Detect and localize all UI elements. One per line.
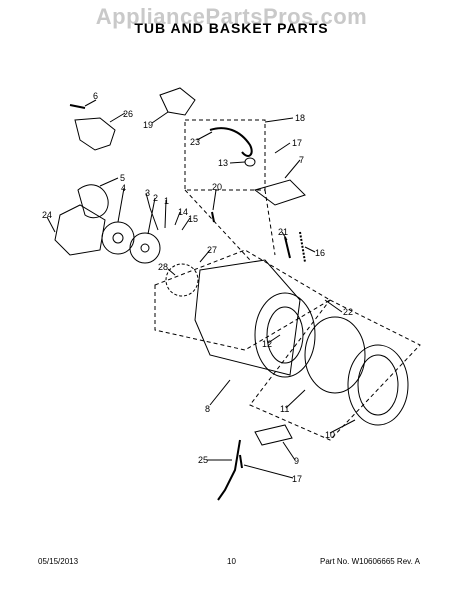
callout-27: 27	[207, 245, 217, 255]
hose-group-box	[184, 119, 266, 191]
part-window-22	[304, 316, 366, 394]
callout-18: 18	[295, 113, 305, 123]
callout-2: 2	[153, 193, 158, 203]
callout-1: 1	[164, 196, 169, 206]
callout-24: 24	[42, 210, 52, 220]
callout-labels: 6 26 19 18 23 17 7 13 5 4 3 2 1 20 14 15…	[42, 91, 353, 484]
part-hose-26	[74, 117, 116, 151]
callout-20: 20	[212, 182, 222, 192]
part-damper-9	[254, 424, 293, 446]
callout-4: 4	[121, 183, 126, 193]
tub-group-box	[154, 249, 331, 351]
part-spider-28	[165, 263, 199, 297]
callout-9: 9	[294, 456, 299, 466]
door-group-box	[249, 299, 421, 441]
part-hose-19	[159, 87, 196, 116]
callout-21: 21	[278, 227, 288, 237]
page-title: TUB AND BASKET PARTS	[134, 20, 329, 36]
callout-8: 8	[205, 404, 210, 414]
part-bracket-7	[253, 179, 306, 206]
callout-26: 26	[123, 109, 133, 119]
callout-25: 25	[198, 455, 208, 465]
callout-3: 3	[145, 188, 150, 198]
part-ring-10	[347, 344, 409, 426]
part-screw-6	[69, 104, 86, 109]
part-pulley-4	[101, 221, 135, 255]
footer-part-number: Part No. W10606665 Rev. A	[320, 557, 420, 566]
callout-5: 5	[120, 173, 125, 183]
callout-23: 23	[190, 137, 200, 147]
part-hose-23	[209, 127, 253, 157]
callout-10: 10	[325, 430, 335, 440]
part-bolt-17-lower	[239, 454, 243, 469]
part-spring-16	[299, 231, 306, 263]
watermark: AppliancePartsPros.com	[95, 4, 368, 29]
callout-17: 17	[292, 138, 302, 148]
callout-22: 22	[343, 307, 353, 317]
part-motor-24	[54, 204, 106, 256]
callout-11: 11	[280, 404, 289, 414]
part-bellows-5	[77, 184, 109, 219]
callout-19: 19	[143, 120, 153, 130]
part-spring-21	[284, 236, 291, 259]
footer-date: 05/15/2013	[38, 557, 79, 566]
callout-15: 15	[188, 214, 198, 224]
callout-12: 12	[262, 339, 272, 349]
part-clamp-13	[244, 157, 256, 167]
callout-17-lower: 17	[292, 474, 302, 484]
part-bolt-3	[149, 207, 159, 231]
part-tub-12	[254, 292, 316, 378]
callout-13: 13	[218, 158, 228, 168]
part-wheel-2	[129, 232, 161, 264]
callout-6: 6	[93, 91, 98, 101]
callout-16: 16	[315, 248, 325, 258]
callout-7: 7	[299, 155, 304, 165]
footer-page-number: 10	[227, 557, 236, 566]
callout-14: 14	[178, 207, 188, 217]
callout-28: 28	[158, 262, 168, 272]
part-screw-20	[211, 211, 215, 223]
part-hose-25	[217, 439, 241, 501]
